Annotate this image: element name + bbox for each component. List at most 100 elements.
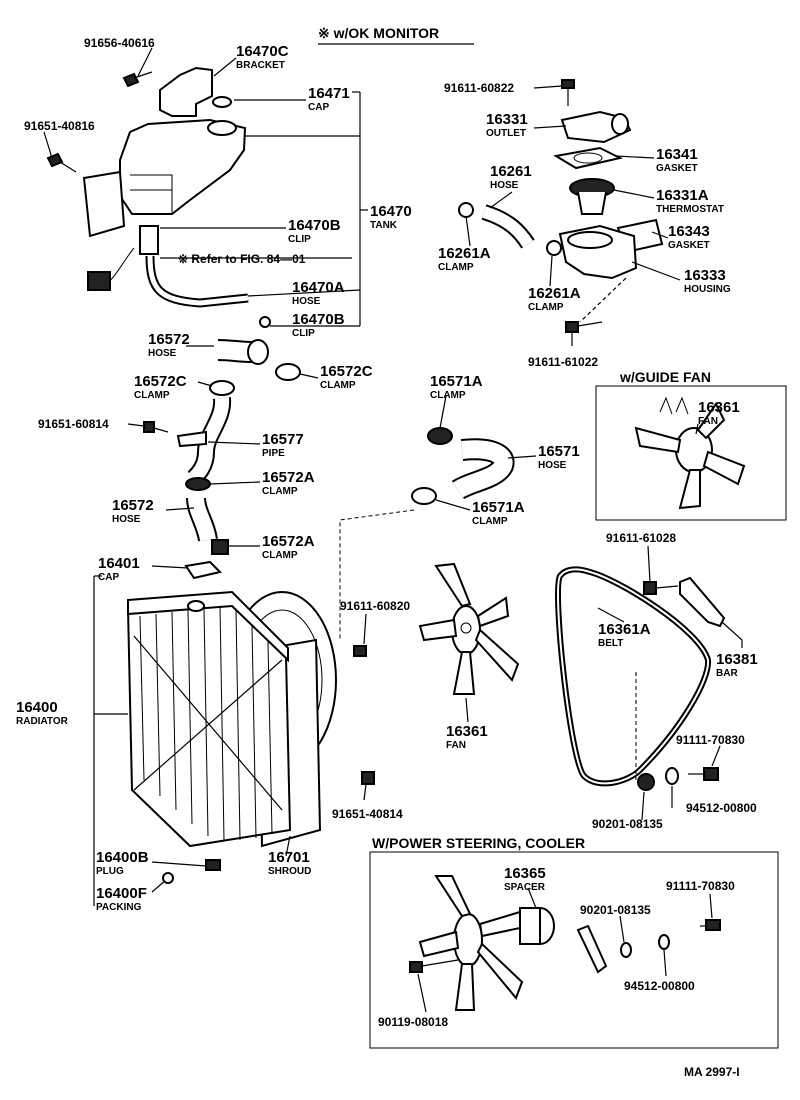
label-16470B-sub: CLIP [288,234,311,245]
label-91651-60814: 91651-60814 [38,417,109,431]
label-16365: 16365 [504,865,546,882]
label-16572-sub: HOSE [148,348,177,359]
label-16470A: 16470A [292,279,345,296]
power-steering-box [369,851,779,1049]
label-90119-08018: 90119-08018 [378,1015,448,1029]
label-16400: 16400 [16,699,58,716]
label-16470C-sub: BRACKET [236,60,285,71]
radiator-drawing [126,590,337,848]
label-16572A-sub: CLAMP [262,486,298,497]
label-91611-60820: 91611-60820 [340,599,410,613]
label-16571A: 16571A [430,373,483,390]
lower-hose-leaders [435,395,537,511]
label-16571A-2-sub: CLAMP [472,516,508,527]
label-16701-sub: SHROUD [268,866,311,877]
label-16400F-sub: PACKING [96,902,142,913]
belt-leaders [597,545,743,821]
label-16577: 16577 [262,431,304,448]
fan-drawing [418,562,520,695]
label-16361A-sub: BELT [598,638,623,649]
refer-note: ※ Refer to FIG. 84—01 [178,252,306,266]
label-91611-61022: 91611-61022 [528,355,598,369]
label-16572C-sub: CLAMP [320,380,356,391]
guide-fan-header: w/GUIDE FAN [619,369,711,385]
label-16572A: 16572A [262,469,315,486]
bolt-91611-60820-leader [363,613,367,645]
label-16470-sub: TANK [370,220,398,231]
label-16361A: 16361A [598,621,651,638]
label-90201-08135-b: 90201-08135 [580,903,651,917]
label-16331: 16331 [486,111,528,128]
label-16572C-2-sub: CLAMP [134,390,170,401]
label-16572: 16572 [148,331,190,348]
label-16701: 16701 [268,849,310,866]
ok-monitor-header: ※ w/OK MONITOR [318,25,439,41]
label-16261A-2: 16261A [528,285,581,302]
label-16470A-sub: HOSE [292,296,321,307]
label-16572A-2: 16572A [262,533,315,550]
label-16572C-2: 16572C [134,373,187,390]
label-94512-00800-a: 94512-00800 [686,801,757,815]
label-16400-sub: RADIATOR [16,716,69,727]
label-16331A: 16331A [656,187,709,204]
label-16572-b: 16572 [112,497,154,514]
label-94512-00800-b: 94512-00800 [624,979,695,993]
label-16261A: 16261A [438,245,491,262]
label-91611-60822: 91611-60822 [444,81,514,95]
label-16571A-2: 16571A [472,499,525,516]
label-16361-guide: 16361 [698,399,740,416]
label-90201-08135-a: 90201-08135 [592,817,663,831]
label-16343: 16343 [668,223,710,240]
reservoir-tank-drawing [46,66,271,328]
label-16572C: 16572C [320,363,373,380]
label-16341: 16341 [656,146,698,163]
label-16470: 16470 [370,203,412,220]
label-16401-sub: CAP [98,572,119,583]
label-16341-sub: GASKET [656,163,698,174]
label-16577-sub: PIPE [262,448,285,459]
label-16331-sub: OUTLET [486,128,526,139]
label-16400F: 16400F [96,885,147,902]
label-16572-b-sub: HOSE [112,514,141,525]
power-steering-header: W/POWER STEERING, COOLER [372,835,585,851]
power-steering-leaders [417,887,713,1013]
packing-16400F [162,872,174,884]
pipe-group-drawing [143,339,301,580]
label-16470B-2: 16470B [292,311,345,328]
label-16571A-sub: CLAMP [430,390,466,401]
label-91656-40616: 91656-40616 [84,36,155,50]
label-91651-40814: 91651-40814 [332,807,403,821]
label-16401: 16401 [98,555,140,572]
bolt-91611-60820 [353,645,367,657]
bolt-91651-40814 [361,771,375,785]
label-16333-sub: HOUSING [684,284,731,295]
label-16471: 16471 [308,85,350,102]
label-16361: 16361 [446,723,488,740]
label-16261A-sub: CLAMP [438,262,474,273]
label-16572A-2-sub: CLAMP [262,550,298,561]
label-91651-40816: 91651-40816 [24,119,95,133]
belt-drawing [555,566,726,791]
label-16361-sub: FAN [446,740,466,751]
label-16470B-2-sub: CLIP [292,328,315,339]
pipe-leaders [127,345,319,569]
label-16331A-sub: THERMOSTAT [656,204,724,215]
figure-code: MA 2997-I [684,1065,740,1079]
label-16470B: 16470B [288,217,341,234]
thermostat-group-drawing [458,79,664,333]
label-16261: 16261 [490,163,532,180]
label-16381-sub: BAR [716,668,738,679]
label-16400B: 16400B [96,849,149,866]
label-16400B-sub: PLUG [96,866,124,877]
label-16343-sub: GASKET [668,240,710,251]
label-16365-sub: SPACER [504,882,546,893]
bolt-91651-40814-leader [363,783,367,801]
plug-16400B [205,859,221,871]
guide-fan-drawing [634,396,746,510]
label-16471-sub: CAP [308,102,329,113]
label-16361-guide-sub: FAN [698,416,718,427]
label-91111-70830-a: 91111-70830 [676,733,745,747]
label-91611-61028: 91611-61028 [606,531,676,545]
label-16261A-2-sub: CLAMP [528,302,564,313]
